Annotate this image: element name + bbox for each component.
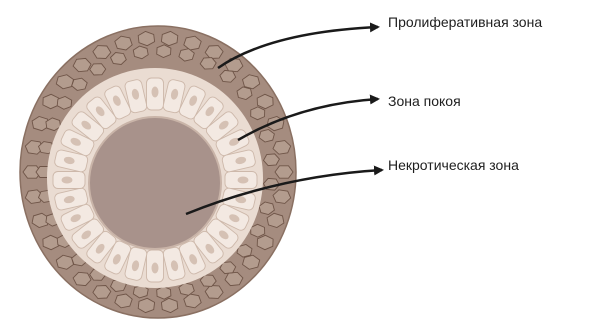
proliferative-cell [251,107,265,120]
proliferative-cell [275,166,293,178]
quiescent-cell [147,78,164,110]
necrotic-zone [89,117,221,249]
label-necrotic-zone: Некротическая зона [388,157,519,173]
quiescent-cell [147,250,164,282]
proliferative-cell [257,235,273,249]
label-quiescent-zone: Зона покоя [388,93,461,109]
proliferative-cell [90,64,106,75]
proliferative-cell [43,94,59,108]
proliferative-cell [43,235,59,249]
proliferative-cell [251,224,265,237]
label-proliferative-zone: Пролиферативная зона [388,14,542,30]
quiescent-cell [53,172,85,189]
quiescent-cell [225,172,257,189]
proliferative-cell [157,45,171,58]
proliferative-cell [257,94,273,108]
proliferative-cell [157,287,171,300]
